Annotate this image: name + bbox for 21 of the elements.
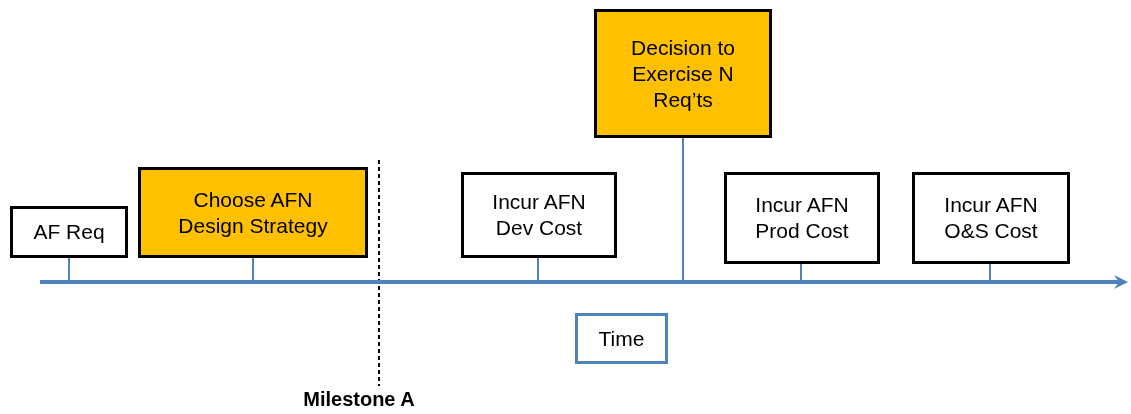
node-label: Time [598,325,645,352]
node-label: Decision to Exercise N Req’ts [630,34,736,113]
event-box [461,172,617,258]
event-box [912,172,1070,264]
node-label: Incur AFN Dev Cost [491,189,587,241]
event-box [724,172,880,264]
decision-box [138,167,368,258]
node-label: Choose AFN Design Strategy [177,186,329,239]
tick-line [537,257,539,281]
milestone-label: Milestone A [302,387,416,412]
node-label: Incur AFN O&S Cost [943,192,1039,244]
tick-line [682,137,684,281]
tick-line [252,257,254,281]
node-label: AF Req [33,219,105,245]
event-box [10,206,128,258]
axis-label-box [575,313,668,364]
tick-line [989,263,991,281]
tick-line [800,263,802,281]
tick-line [68,257,70,281]
node-label: Incur AFN Prod Cost [754,192,850,244]
decision-box [594,9,772,138]
